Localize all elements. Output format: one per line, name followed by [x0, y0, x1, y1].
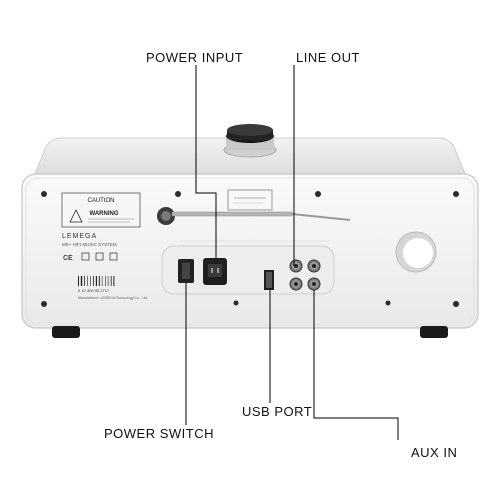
brand-name: LEMEGA	[62, 233, 97, 240]
rca-ports	[289, 259, 321, 291]
line-out-label: LINE OUT	[296, 50, 360, 65]
fm-antenna	[157, 207, 351, 225]
barcode	[78, 276, 115, 286]
usb-port-label: USB PORT	[242, 404, 313, 419]
serial-number: 5 12 300 98 2717	[78, 288, 110, 293]
power-switch	[178, 259, 194, 283]
bass-port	[395, 231, 437, 273]
svg-text:WARNING: WARNING	[90, 211, 119, 217]
volume-knob	[223, 124, 277, 158]
usb-port	[264, 270, 274, 290]
power-input	[203, 258, 227, 285]
certification-marks: CE	[63, 252, 118, 262]
power-switch-label: POWER SWITCH	[104, 426, 214, 441]
callout-lines	[185, 65, 399, 440]
svg-text:CE: CE	[63, 255, 73, 262]
label-plate	[227, 189, 273, 211]
svg-text:CAUTION: CAUTION	[88, 198, 115, 204]
model-name: MS+ HIFI MUSIC SYSTEM	[62, 242, 117, 247]
aux-in-leader	[313, 290, 399, 440]
caution-label: CAUTION WARNING	[61, 192, 141, 228]
foot-left	[52, 326, 80, 338]
aux-in-label: AUX IN	[411, 445, 458, 460]
manufacturer-note: Manufacturer: LEMEGA Technology Co., Ltd…	[78, 296, 148, 300]
power-input-label: POWER INPUT	[146, 50, 244, 65]
screws	[41, 191, 459, 307]
power-input-leader	[195, 65, 217, 258]
foot-right	[420, 326, 448, 338]
